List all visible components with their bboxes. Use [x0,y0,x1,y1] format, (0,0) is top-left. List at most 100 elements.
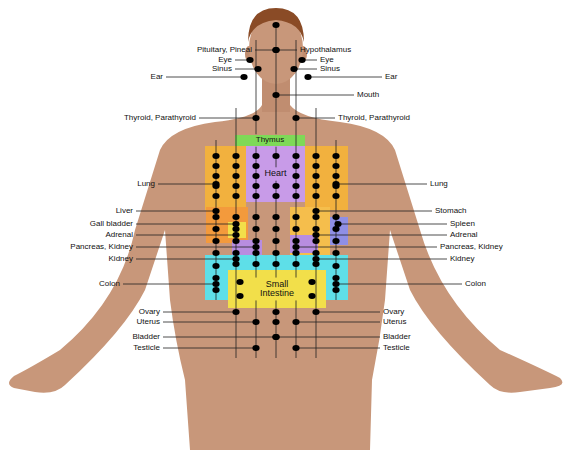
leader-line [166,77,244,78]
point-dot [332,238,339,244]
point-dot [312,193,319,199]
point-dot [312,214,319,220]
organ-label: Uterus [383,318,407,326]
organ-label: Sinus [320,65,340,73]
point-dot [252,250,259,256]
organ-region: Thymus [235,135,305,146]
point-dot [212,214,219,220]
point-dot [212,163,219,169]
point-dot [272,92,279,98]
organ-label: Hypothalamus [300,46,351,54]
leader-line [163,322,256,323]
point-dot [252,115,259,121]
point-dot [212,250,219,256]
point-dot [312,226,319,232]
organ-label: Eye [218,56,232,64]
point-dot [232,232,239,238]
leader-line [338,224,447,225]
organ-label: Ovary [383,308,404,316]
organ-label: Bladder [383,333,411,341]
point-dot [272,250,279,256]
point-dot [312,232,319,238]
point-dot [332,173,339,179]
point-dot [252,319,259,325]
point-dot [272,47,279,53]
point-dot [212,153,219,159]
organ-region: Small Intestine [228,270,326,308]
point-dot [254,66,261,72]
point-dot [332,183,339,189]
point-dot [232,193,239,199]
point-dot [272,214,279,220]
leader-line [316,235,447,236]
point-dot [252,345,259,351]
point-dot [252,183,259,189]
point-dot [292,261,299,267]
organ-label: Kidney [450,255,474,263]
meridian-line [276,22,277,134]
point-dot [292,183,299,189]
leader-line [136,247,256,248]
organ-label: Mouth [357,91,379,99]
point-dot [212,173,219,179]
point-dot [332,153,339,159]
organ-label: Bladder [132,333,160,341]
point-dot [232,238,239,244]
point-dot [232,250,239,256]
leader-line [336,284,462,285]
point-dot [292,153,299,159]
leader-line [136,259,236,260]
point-dot [212,287,219,293]
organ-name: Thymus [256,136,284,144]
organ-label: Pancreas, Kidney [70,243,133,251]
leader-line [336,184,427,185]
point-dot [252,214,259,220]
organ-label: Colon [465,280,486,288]
point-dot [212,275,219,281]
point-dot [232,309,239,315]
organ-label: Ear [385,73,397,81]
organ-label: Lung [430,180,448,188]
point-dot [236,279,243,285]
point-dot [212,238,219,244]
point-dot [212,263,219,269]
point-dot [272,334,279,340]
point-dot [304,74,311,80]
point-dot [292,173,299,179]
organ-label: Sinus [212,65,232,73]
point-dot [332,281,339,287]
point-dot [232,214,239,220]
organ-region-fill [246,146,305,202]
point-dot [332,163,339,169]
leader-line [276,95,354,96]
organ-label: Eye [320,56,334,64]
leader-line [136,224,236,225]
point-dot [332,250,339,256]
point-dot [272,261,279,267]
point-dot [312,261,319,267]
point-dot [312,309,319,315]
point-dot [272,47,279,53]
leader-line [316,211,432,212]
point-dot [252,163,259,169]
organ-label: Uterus [136,318,160,326]
point-dot [212,226,219,232]
point-dot [312,208,319,214]
point-dot [272,193,279,199]
point-dot [332,263,339,269]
organ-label: Testicle [383,344,410,352]
leader-line [296,247,437,248]
point-dot [272,334,279,340]
organ-label: Lung [137,180,155,188]
point-dot [308,279,315,285]
point-dot [232,173,239,179]
point-dot [332,275,339,281]
point-dot [312,163,319,169]
point-dot [312,173,319,179]
leader-line [296,348,380,349]
point-dot [212,193,219,199]
point-dot [292,250,299,256]
point-dot [312,183,319,189]
point-dot [272,226,279,232]
